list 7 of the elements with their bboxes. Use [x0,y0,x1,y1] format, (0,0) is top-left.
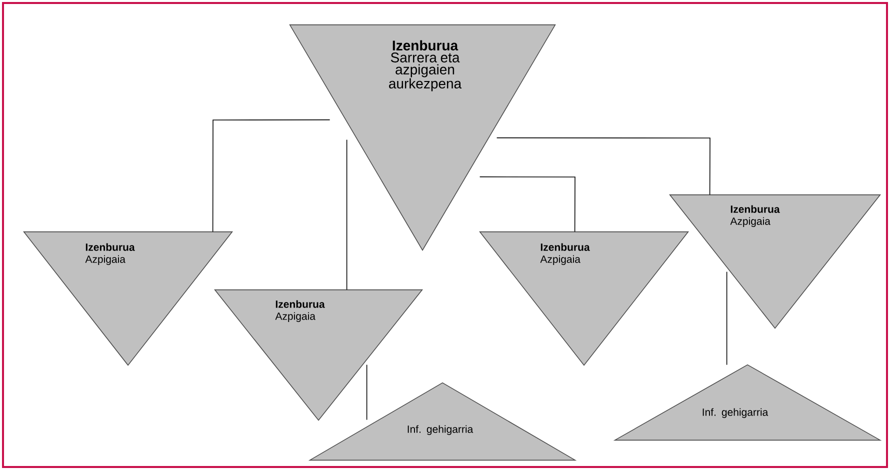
connector-line [346,139,348,290]
connector-line [212,119,330,232]
triangle-node: Izenburua Azpigaia [23,231,234,366]
connector-line [496,137,710,196]
connector-line [366,364,368,420]
connector-line [726,271,728,366]
connector-line [479,176,576,232]
